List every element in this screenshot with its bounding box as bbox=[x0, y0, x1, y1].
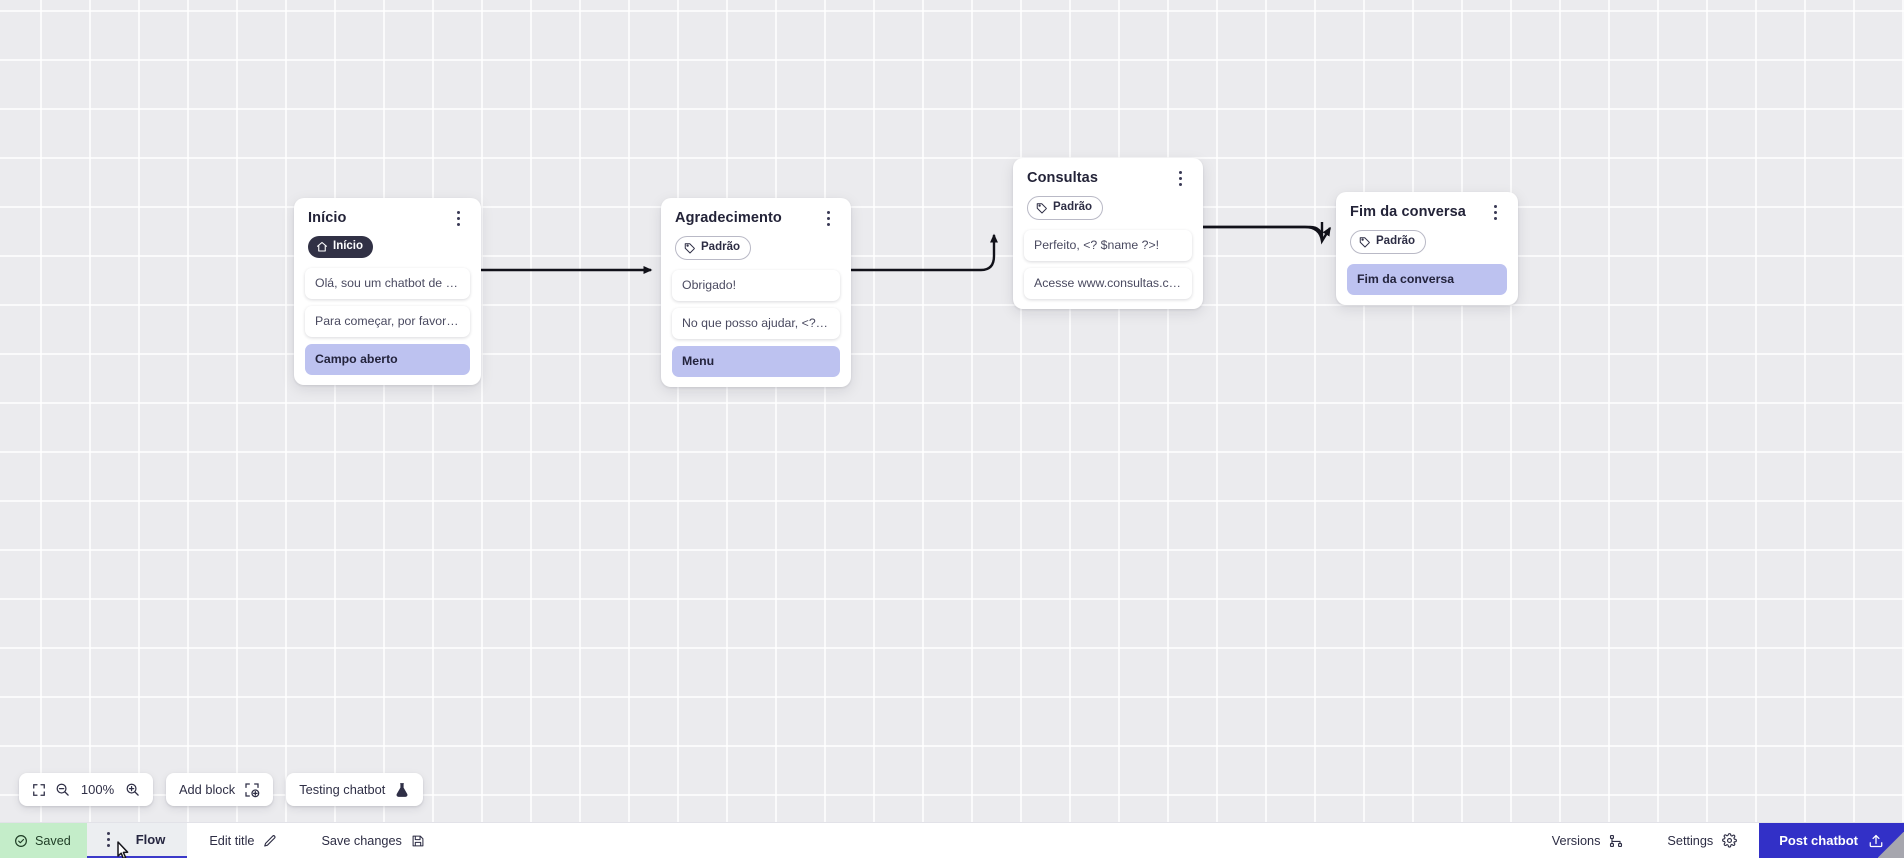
save-changes-label: Save changes bbox=[321, 833, 402, 848]
home-icon bbox=[316, 241, 328, 252]
flow-node-inicio[interactable]: Início Início Olá, sou um chatbot de tes… bbox=[294, 198, 481, 385]
node-title: Fim da conversa bbox=[1350, 204, 1466, 220]
node-header: Agradecimento bbox=[672, 210, 840, 228]
node-row-message[interactable]: Perfeito, <? $name ?>! bbox=[1024, 230, 1192, 261]
node-badge-row: Início bbox=[305, 228, 470, 258]
node-row-message[interactable]: No que posso ajudar, <? $name ... bbox=[672, 308, 840, 339]
node-badge-row: Padrão bbox=[1024, 188, 1192, 220]
edit-title-label: Edit title bbox=[209, 833, 255, 848]
gear-icon bbox=[1722, 833, 1738, 848]
fit-screen-icon[interactable] bbox=[32, 783, 46, 797]
saved-status-label: Saved bbox=[35, 833, 71, 848]
flask-icon bbox=[396, 782, 408, 797]
edge-consultas-fim bbox=[1203, 222, 1324, 241]
node-rows: Fim da conversa bbox=[1347, 264, 1507, 295]
versions-label: Versions bbox=[1551, 833, 1601, 848]
node-badge-padrao[interactable]: Padrão bbox=[675, 236, 751, 260]
node-menu-button[interactable] bbox=[451, 210, 467, 228]
tag-icon bbox=[684, 243, 695, 254]
pencil-icon bbox=[264, 834, 277, 847]
node-rows: Olá, sou um chatbot de teste! Para começ… bbox=[305, 268, 470, 375]
node-badge-label: Padrão bbox=[701, 241, 740, 254]
node-row-message[interactable]: Para começar, por favor digite o ... bbox=[305, 306, 470, 337]
node-badge-label: Padrão bbox=[1376, 235, 1415, 248]
node-row-message[interactable]: Olá, sou um chatbot de teste! bbox=[305, 268, 470, 299]
node-badge-label: Início bbox=[333, 240, 364, 253]
zoom-in-icon[interactable] bbox=[125, 782, 140, 797]
node-badge-padrao[interactable]: Padrão bbox=[1350, 230, 1426, 254]
flow-tab-menu-icon[interactable] bbox=[101, 831, 117, 849]
saved-status-badge: Saved bbox=[0, 823, 87, 858]
settings-button[interactable]: Settings bbox=[1645, 823, 1759, 858]
edge-consultas-fim-arrow bbox=[1203, 225, 1332, 245]
bottom-status-bar: Saved Flow Edit title Save changes Versi… bbox=[0, 822, 1904, 858]
edit-title-button[interactable]: Edit title bbox=[187, 823, 299, 858]
node-badge-padrao[interactable]: Padrão bbox=[1027, 196, 1103, 220]
node-row-action[interactable]: Fim da conversa bbox=[1347, 264, 1507, 295]
zoom-level-value: 100% bbox=[80, 782, 115, 797]
node-title: Início bbox=[308, 210, 347, 226]
tag-icon bbox=[1036, 203, 1047, 214]
node-row-action[interactable]: Campo aberto bbox=[305, 344, 470, 375]
floppy-icon bbox=[412, 835, 424, 846]
add-block-icon bbox=[245, 782, 260, 797]
branch-icon bbox=[1610, 834, 1623, 847]
edge-consultas-fim-curve bbox=[1203, 220, 1322, 243]
node-header: Fim da conversa bbox=[1347, 204, 1507, 222]
testing-chatbot-button[interactable]: Testing chatbot bbox=[286, 773, 424, 806]
node-rows: Perfeito, <? $name ?>! Acesse www.consul… bbox=[1024, 230, 1192, 299]
post-chatbot-label: Post chatbot bbox=[1779, 833, 1858, 848]
flow-node-agradecimento[interactable]: Agradecimento Padrão Obrigado! No que po… bbox=[661, 198, 851, 387]
node-menu-button[interactable] bbox=[1173, 170, 1189, 188]
node-row-message[interactable]: Obrigado! bbox=[672, 270, 840, 301]
node-row-message[interactable]: Acesse www.consultas.com par... bbox=[1024, 268, 1192, 299]
post-chatbot-button[interactable]: Post chatbot bbox=[1759, 823, 1904, 858]
node-badge-row: Padrão bbox=[1347, 222, 1507, 254]
add-block-button[interactable]: Add block bbox=[166, 773, 274, 806]
edge-agradecimento-consultas bbox=[851, 233, 998, 272]
node-title: Agradecimento bbox=[675, 210, 782, 226]
flow-node-fim-da-conversa[interactable]: Fim da conversa Padrão Fim da conversa bbox=[1336, 192, 1518, 305]
zoom-controls[interactable]: 100% bbox=[19, 773, 153, 806]
settings-label: Settings bbox=[1667, 833, 1714, 848]
save-changes-button[interactable]: Save changes bbox=[299, 823, 446, 858]
node-menu-button[interactable] bbox=[821, 210, 837, 228]
flow-canvas[interactable]: Início Início Olá, sou um chatbot de tes… bbox=[0, 0, 1904, 822]
node-menu-button[interactable] bbox=[1488, 204, 1504, 222]
node-header: Início bbox=[305, 210, 470, 228]
upload-icon bbox=[1869, 834, 1883, 847]
tag-icon bbox=[1359, 237, 1370, 248]
flow-connectors bbox=[481, 220, 1332, 274]
node-title: Consultas bbox=[1027, 170, 1098, 186]
node-badge-inicio[interactable]: Início bbox=[308, 236, 374, 258]
flow-node-consultas[interactable]: Consultas Padrão Perfeito, <? $name ?>! … bbox=[1013, 158, 1203, 309]
statusbar-spacer bbox=[447, 823, 1530, 858]
node-header: Consultas bbox=[1024, 170, 1192, 188]
tab-flow[interactable]: Flow bbox=[86, 823, 188, 858]
check-circle-icon bbox=[15, 834, 27, 847]
node-badge-label: Padrão bbox=[1053, 201, 1092, 214]
versions-button[interactable]: Versions bbox=[1530, 823, 1646, 858]
edge-consultas-fim-tail bbox=[1203, 226, 1329, 241]
node-row-action[interactable]: Menu bbox=[672, 346, 840, 377]
node-rows: Obrigado! No que posso ajudar, <? $name … bbox=[672, 270, 840, 377]
node-badge-row: Padrão bbox=[672, 228, 840, 260]
testing-chatbot-label: Testing chatbot bbox=[299, 782, 386, 797]
add-block-label: Add block bbox=[179, 782, 236, 797]
tab-flow-label: Flow bbox=[135, 832, 166, 847]
canvas-toolbar: 100% Add block Testing chatbot bbox=[19, 773, 424, 806]
zoom-out-icon[interactable] bbox=[55, 782, 70, 797]
